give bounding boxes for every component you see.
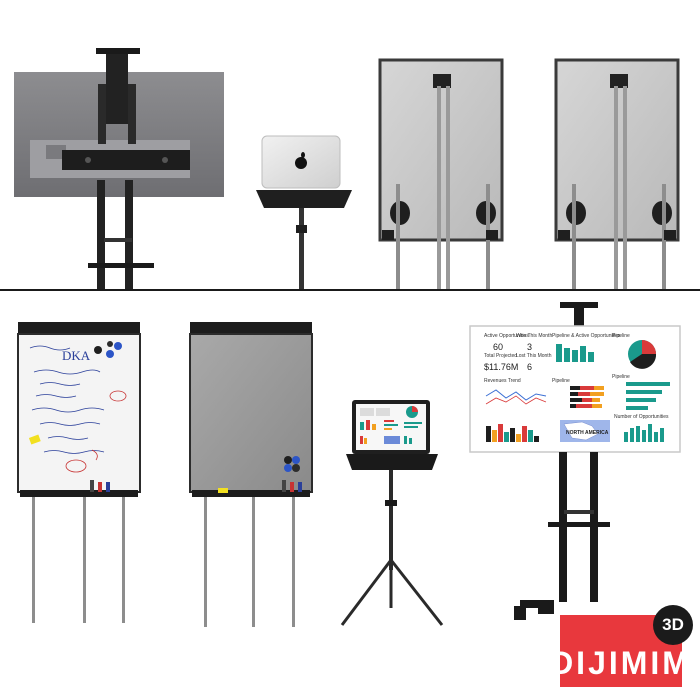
panel-title-1: Pipeline & Active Opportunities	[552, 333, 621, 339]
panel-title-2: Pipeline	[612, 333, 630, 339]
panel-title-6: Number of Opportunities	[614, 414, 669, 420]
kpi-label-4: Lost This Month	[516, 353, 552, 359]
flipchart-whiteboard-front: DKA	[17, 322, 141, 623]
laptop-podium-stand	[256, 135, 352, 290]
pie-chart	[628, 340, 657, 369]
panel-title-5: Pipeline	[612, 374, 630, 380]
easel-leg-clamp-left	[390, 184, 410, 290]
map-region-label: NORTH AMERICA	[566, 430, 609, 436]
kpi-label-3: Total Projected	[484, 353, 517, 359]
kpi-label-2: Won This Month	[516, 333, 552, 339]
whiteboard-title: DKA	[62, 348, 91, 363]
whiteboard-scribbles	[29, 345, 105, 454]
brand-logo: DIJIMIM 3D	[550, 601, 693, 691]
dashboard-display: Active Opportunities 60 Won This Month 3…	[484, 333, 670, 442]
laptop-dashboard-screen	[360, 406, 422, 444]
kpi-value-2: 3	[527, 342, 532, 352]
tv-mount-stand-rear	[14, 48, 224, 290]
logo-3d-badge: 3D	[653, 605, 693, 645]
flipchart-blank-front	[189, 322, 313, 627]
kpi-value-4: 6	[527, 362, 532, 372]
panel-title-3: Revenues Trend	[484, 378, 521, 384]
row-divider	[0, 289, 700, 291]
laptop-tripod-stand	[340, 400, 444, 626]
kpi-value-3: $11.76M	[484, 362, 518, 372]
kpi-value-1: 60	[493, 342, 503, 352]
flipchart-rear-1	[378, 58, 504, 290]
logo-text: DIJIMIM	[550, 645, 692, 681]
tv-mount-stand-front: Active Opportunities 60 Won This Month 3…	[469, 302, 681, 620]
apple-logo-icon	[295, 152, 307, 169]
logo-plate: DIJIMIM	[550, 615, 689, 687]
region-map: NORTH AMERICA	[560, 420, 610, 442]
kpi-label-1: Active Opportunities	[484, 333, 529, 339]
panel-title-4: Pipeline	[552, 378, 570, 384]
flipchart-rear-2	[554, 58, 680, 290]
